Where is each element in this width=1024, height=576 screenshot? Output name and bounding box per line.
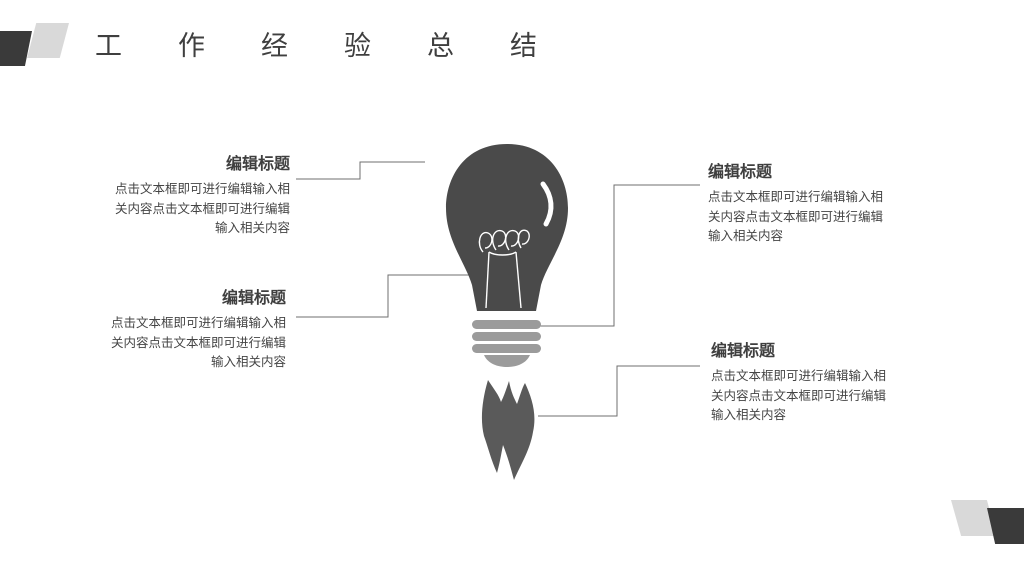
- base-tip: [484, 355, 530, 367]
- block-heading: 编辑标题: [711, 341, 776, 360]
- connector-line: [540, 184, 700, 327]
- block-body: 点击文本框即可进行编辑输入相关内容点击文本框即可进行编辑输入相关内容: [711, 368, 887, 422]
- base-ring: [472, 332, 541, 341]
- text-block-bottom-right: 编辑标题 点击文本框即可进行编辑输入相关内容点击文本框即可进行编辑输入相关内容: [711, 337, 896, 425]
- block-body: 点击文本框即可进行编辑输入相关内容点击文本框即可进行编辑输入相关内容: [708, 189, 884, 243]
- block-body: 点击文本框即可进行编辑输入相关内容点击文本框即可进行编辑输入相关内容: [110, 315, 286, 369]
- text-block-top-right: 编辑标题 点击文本框即可进行编辑输入相关内容点击文本框即可进行编辑输入相关内容: [708, 158, 893, 246]
- connector-lines: [296, 161, 700, 417]
- flame-icon: [481, 380, 535, 480]
- base-ring: [472, 320, 541, 329]
- block-body: 点击文本框即可进行编辑输入相关内容点击文本框即可进行编辑输入相关内容: [114, 181, 290, 235]
- base-ring: [472, 344, 541, 353]
- connector-line: [296, 274, 470, 318]
- filament-icon: [478, 229, 530, 309]
- text-block-bottom-left: 编辑标题 点击文本框即可进行编辑输入相关内容点击文本框即可进行编辑输入相关内容: [101, 284, 286, 372]
- block-heading: 编辑标题: [221, 288, 286, 307]
- block-heading: 编辑标题: [708, 162, 773, 181]
- connector-line: [538, 365, 700, 417]
- page-title: 工作经验总结: [95, 31, 593, 62]
- connector-line: [296, 161, 425, 180]
- text-block-top-left: 编辑标题 点击文本框即可进行编辑输入相关内容点击文本框即可进行编辑输入相关内容: [105, 150, 290, 238]
- lightbulb-icon: [446, 144, 568, 311]
- highlight-icon: [540, 181, 554, 227]
- block-heading: 编辑标题: [225, 154, 290, 173]
- bulb-base: [472, 320, 541, 367]
